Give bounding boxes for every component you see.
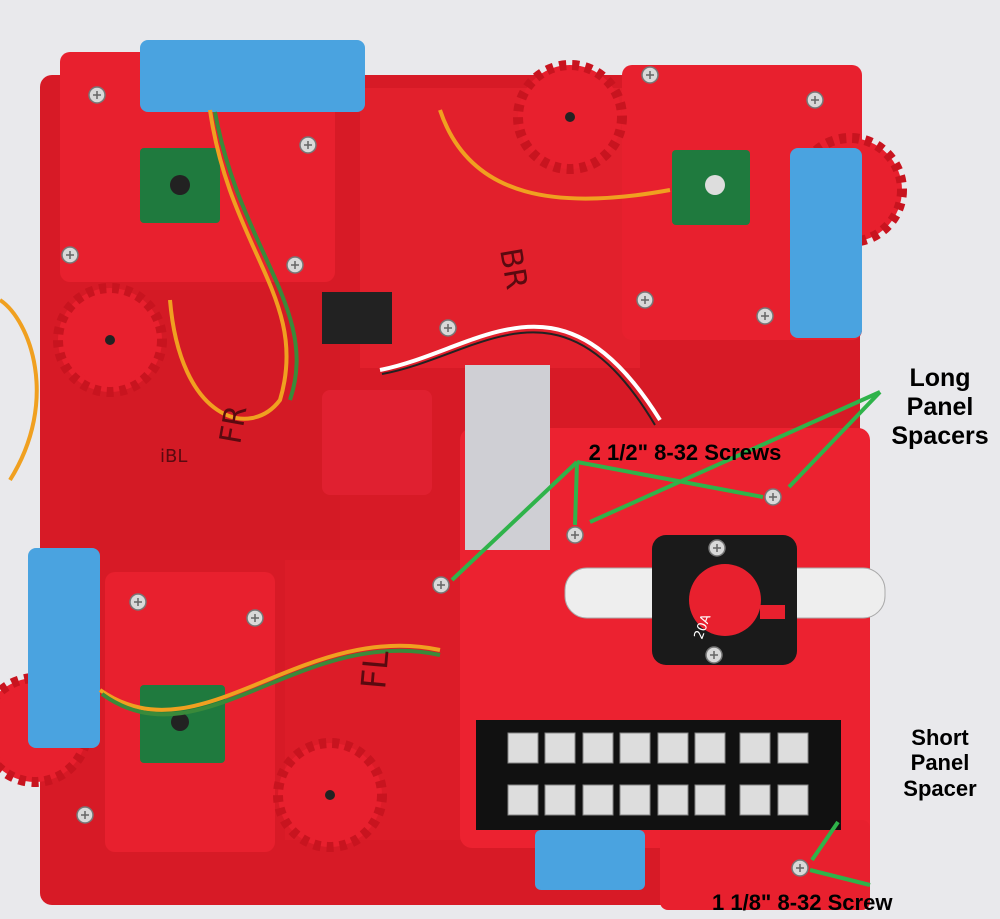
wires bbox=[0, 109, 671, 717]
short-panel-spacer-label: Short Panel Spacer bbox=[903, 725, 977, 801]
sensor-boards bbox=[140, 148, 750, 763]
servos bbox=[28, 40, 862, 890]
annotation-lines bbox=[450, 390, 882, 887]
marking-br: BR bbox=[492, 245, 534, 292]
center-bracket bbox=[322, 390, 432, 495]
terminal-block bbox=[476, 720, 841, 830]
marking-fr: FR bbox=[213, 403, 254, 447]
long-screws-label: 2 1/2" 8-32 Screws bbox=[588, 440, 782, 465]
long-panel-spacers-label: Long Panel Spacers bbox=[891, 364, 989, 450]
marking-ibl: iBL bbox=[160, 446, 187, 467]
short-screw-label: 1 1/8" 8-32 Screw bbox=[712, 890, 893, 915]
marking-fl: FL bbox=[354, 649, 397, 691]
circuit-breaker bbox=[564, 535, 886, 665]
markings: BR FR FL iBL 20A bbox=[160, 245, 714, 690]
